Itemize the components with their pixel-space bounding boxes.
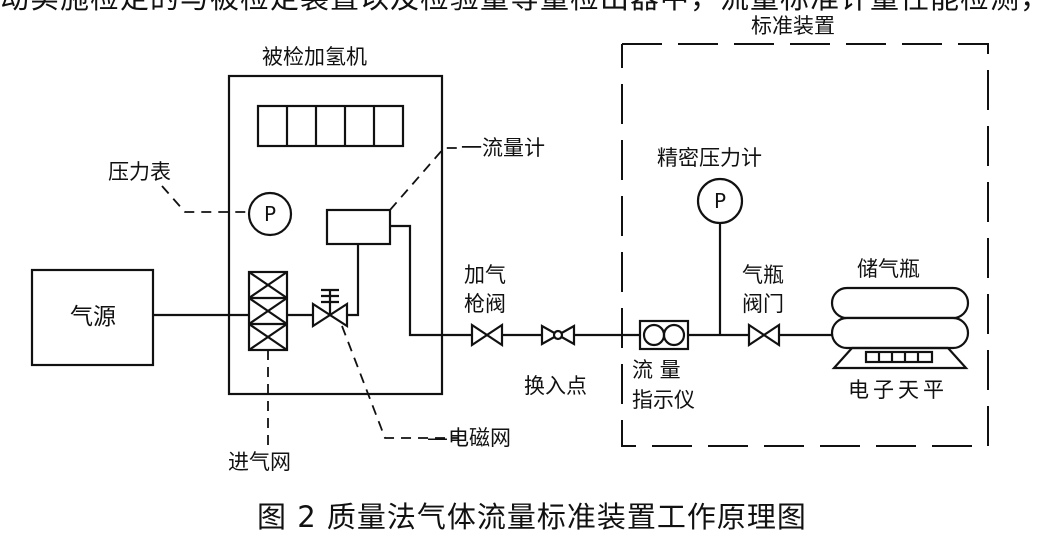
dispenser-label: 被检加氢机 — [262, 45, 367, 69]
precision-gauge-symbol: P — [714, 189, 726, 213]
cylinder-valve-label-line2: 阀门 — [742, 292, 784, 316]
nozzle-valve-label-line1: 加气 — [464, 263, 506, 287]
gas-source-label: 气源 — [70, 304, 116, 330]
flow-indicator-symbol — [638, 319, 690, 351]
solenoid-leader — [341, 325, 458, 439]
pipe-flowmeter-to-outlet — [390, 224, 472, 337]
precision-gauge-label: 精密压力计 — [657, 146, 762, 170]
top-cut-text: 动实施检定的与被检定装置以及检验量等量检出器中，流量标准计量性能检测， — [0, 0, 1050, 15]
electronic-balance-symbol — [831, 346, 969, 370]
solenoid-valve-symbol — [311, 288, 349, 329]
dispenser-housing — [227, 74, 444, 396]
storage-cylinder-label: 储气瓶 — [857, 257, 920, 281]
flowmeter-leader — [389, 147, 460, 211]
inlet-filter-symbol — [247, 270, 289, 352]
cylinder-valve-symbol — [747, 322, 781, 348]
switch-point-label: 换入点 — [524, 374, 587, 398]
pressure-gauge-symbol: P — [264, 202, 276, 226]
flow-indicator-label-line1: 流 量 — [632, 358, 681, 382]
storage-cylinders — [830, 286, 970, 350]
standard-device-boundary — [621, 43, 989, 447]
solenoid-valve-label: —电磁网 — [427, 426, 511, 450]
pipe-valve-to-flowmeter — [347, 244, 360, 317]
pressure-gauge-label: 压力表 — [108, 160, 171, 184]
display-panel — [256, 104, 405, 148]
precision-gauge-circle — [696, 177, 744, 225]
flow-indicator-label-line2: 指示仪 — [632, 388, 695, 412]
switch-point-symbol — [540, 324, 576, 346]
inlet-net-label: 进气网 — [228, 450, 291, 474]
balance-label: 电子天平 — [848, 378, 948, 402]
pressure-gauge-leader — [161, 185, 249, 213]
pressure-gauge-circle — [247, 191, 293, 237]
flowmeter-box — [325, 208, 392, 246]
gas-source-box — [30, 268, 155, 367]
nozzle-valve-label-line2: 枪阀 — [464, 292, 506, 316]
flowmeter-label: 一流量计 — [461, 136, 545, 160]
figure-caption: 图 2 质量法气体流量标准装置工作原理图 — [257, 500, 807, 534]
cylinder-valve-label-line1: 气瓶 — [742, 263, 784, 287]
nozzle-valve-symbol — [470, 322, 504, 348]
standard-device-label: 标准装置 — [751, 14, 835, 38]
